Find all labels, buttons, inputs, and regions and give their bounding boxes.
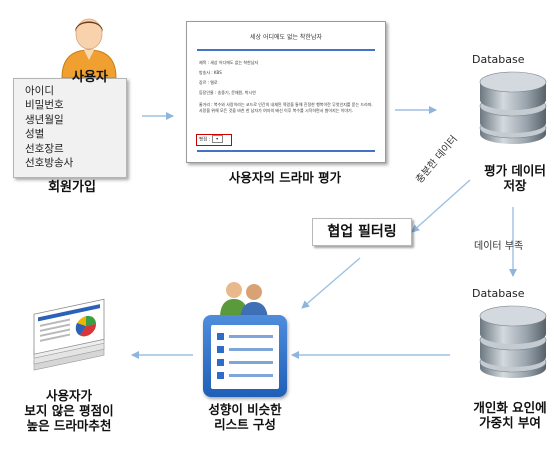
review-doc-title: 세상 어디에도 없는 착한남자 — [250, 34, 322, 41]
db1-caption: 평가 데이터 저장 — [470, 163, 558, 193]
review-caption: 사용자의 드라마 평가 — [228, 170, 342, 185]
checklist-line-1 — [229, 335, 273, 338]
rating-dropdown-icon: ▾ — [211, 135, 223, 143]
insufficient-data-label: 데이터 부족 — [474, 241, 524, 252]
db1-caption-line1: 평가 데이터 — [484, 163, 546, 178]
field-birthdate: 생년월일 — [25, 113, 64, 126]
report-stack-icon — [33, 298, 105, 371]
list-caption: 성향이 비슷한 리스트 구성 — [180, 402, 310, 432]
rec-caption-line2: 보지 않은 평점이 — [24, 403, 114, 418]
db2-header: Database — [472, 287, 525, 300]
cf-label-box: 협업 필터링 — [312, 218, 412, 246]
field-preferred-genre: 선호장르 — [25, 142, 64, 155]
rec-caption-line1: 사용자가 — [45, 388, 92, 403]
db2-caption: 개인화 요인에 가중치 부여 — [462, 400, 558, 430]
rating-box[interactable]: 평점 : ▾ — [196, 134, 232, 146]
checklist-line-4 — [229, 374, 273, 377]
signup-field-list: 아이디 비밀번호 생년월일 성별 선호장르 선호방송사 — [25, 84, 73, 170]
rating-label: 평점 : — [199, 137, 211, 143]
database-1-icon — [479, 71, 547, 144]
db2-caption-line2: 가중치 부여 — [479, 415, 541, 430]
field-password: 비밀번호 — [25, 99, 64, 112]
review-line-broadcaster: 방송사 : KBS — [199, 70, 222, 75]
checklist-icon — [203, 315, 287, 397]
checklist-bullet-2 — [217, 346, 224, 353]
arrow-cf-to-list — [301, 257, 361, 309]
review-document: 세상 어디에도 없는 착한남자 제목 : 세상 어디에도 없는 착한남자 방송사… — [186, 21, 386, 163]
checklist-line-3 — [229, 361, 273, 364]
checklist-line-2 — [229, 348, 273, 351]
checklist-bullet-3 — [217, 359, 224, 366]
rec-caption-line3: 높은 드라마추천 — [26, 418, 112, 433]
db1-header: Database — [472, 53, 525, 66]
user-person-icon — [61, 18, 117, 78]
db1-caption-line2: 저장 — [503, 178, 527, 193]
review-bottom-underline — [197, 150, 375, 152]
signup-caption: 회원가입 — [48, 180, 96, 195]
database-2-icon — [479, 305, 547, 378]
checklist-bullet-4 — [217, 372, 224, 379]
arrow-db1-to-cf — [411, 179, 471, 233]
review-line-genre: 장르 : 멜로 — [199, 80, 218, 85]
field-gender: 성별 — [25, 128, 45, 141]
review-line-synopsis: 줄거리 : 복수와 사랑이라는 코드로 인간의 내재된 욕망을 통해 진정한 행… — [199, 102, 373, 113]
field-preferred-broadcaster: 선호방송사 — [25, 157, 74, 170]
cf-label: 협업 필터링 — [327, 224, 397, 240]
checklist-bullet-1 — [217, 333, 224, 340]
signup-form-card — [13, 78, 127, 178]
user-title: 사용자 — [72, 70, 108, 85]
list-caption-line1: 성향이 비슷한 — [208, 402, 282, 417]
field-id: 아이디 — [25, 85, 54, 97]
rec-caption: 사용자가 보지 않은 평점이 높은 드라마추천 — [6, 388, 132, 433]
review-title-underline — [197, 49, 375, 51]
review-line-title: 제목 : 세상 어디에도 없는 착한남자 — [199, 60, 259, 65]
review-line-cast: 등장인물 : 송중기, 문채원, 박시연 — [199, 90, 256, 95]
list-caption-line2: 리스트 구성 — [214, 417, 276, 432]
db2-caption-line1: 개인화 요인에 — [473, 400, 547, 415]
